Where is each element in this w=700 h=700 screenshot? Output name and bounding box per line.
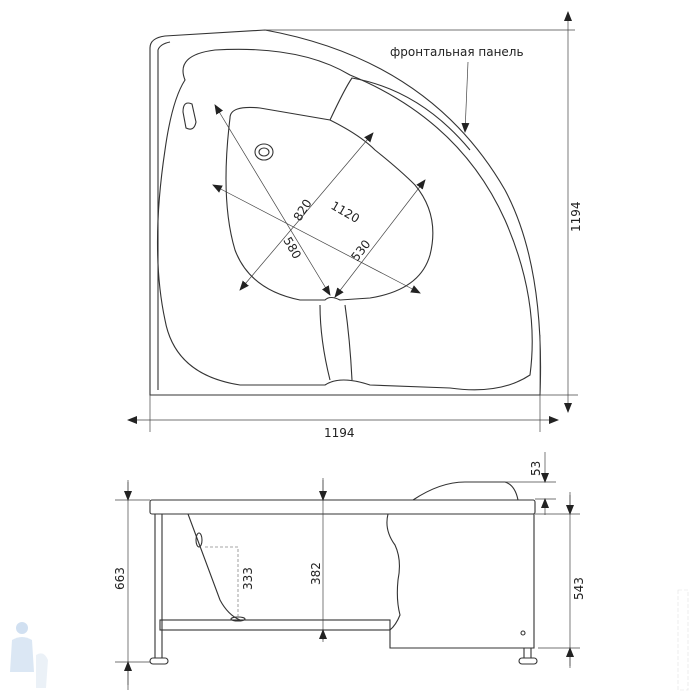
dim-label-530: 530: [348, 237, 373, 264]
dim-label-820: 820: [291, 197, 315, 224]
dim-label-382: 382: [309, 562, 323, 585]
dim-line-1120: [212, 184, 421, 294]
tub-rim-inner: [157, 41, 171, 390]
dim-line-530: [334, 179, 426, 298]
plumber-logo: [10, 622, 48, 688]
dim-label-580: 580: [280, 235, 304, 262]
panel-screw: [520, 630, 526, 636]
dim-line-820: [214, 104, 331, 296]
dim-label-width: 1194: [324, 426, 355, 440]
dim-label-53: 53: [529, 461, 543, 476]
callout-front-panel: фронтальная панель: [390, 45, 524, 59]
watermark: [677, 589, 689, 691]
tub-rim: [149, 499, 536, 515]
dim-label-663: 663: [113, 567, 127, 590]
dim-label-543: 543: [572, 577, 586, 600]
overflow-icon-side: [195, 532, 203, 548]
callout-leader: [461, 61, 470, 133]
dim-label-333: 333: [241, 567, 255, 590]
front-panel: [386, 513, 535, 649]
drain-icon: [254, 143, 274, 161]
overflow-height-guide: [205, 546, 239, 618]
dim-label-1120: 1120: [329, 198, 362, 225]
foot-left: [149, 657, 169, 665]
overflow-icon: [182, 102, 197, 130]
tub-outline: [149, 29, 542, 396]
headrest-profile: [412, 481, 519, 501]
frame-bar: [159, 619, 391, 631]
seat-area: [225, 106, 434, 301]
top-view: 820 1120 580 530 фронтальная панель 1194…: [127, 11, 583, 440]
tub-body-profile: [187, 513, 390, 621]
footwell: [319, 304, 353, 381]
drain-inner: [258, 147, 270, 157]
foot-right: [518, 657, 538, 665]
headrest: [329, 77, 471, 151]
basin-outline: [156, 48, 533, 391]
dim-label-depth: 1194: [569, 201, 583, 232]
side-view: 333 382 663 53 543: [113, 452, 586, 690]
